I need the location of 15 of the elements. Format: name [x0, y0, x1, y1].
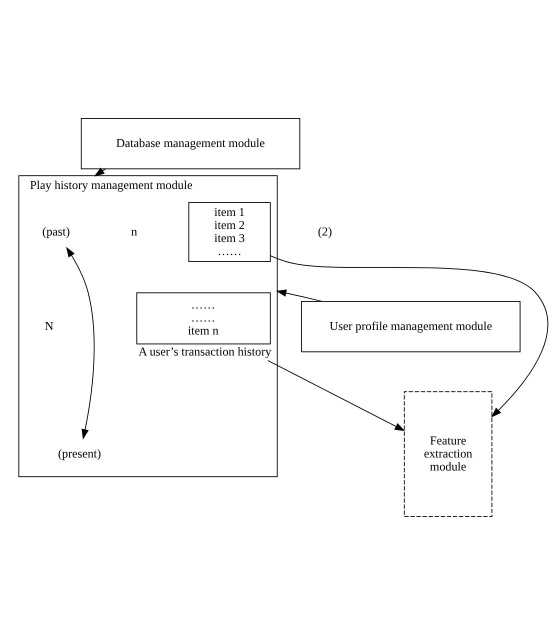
arrow [267, 360, 406, 431]
node-box: item 1 item 2 item 3 …… [188, 202, 271, 262]
node-text: (past) [42, 224, 70, 238]
node-box: …… …… item n [136, 292, 271, 344]
arrow [270, 254, 548, 417]
arrow [66, 246, 95, 440]
label: N [44, 318, 54, 332]
node-box: Feature extraction module [404, 390, 492, 516]
node-box: Database management module [80, 118, 300, 169]
node-box: User profile management module [301, 300, 521, 352]
node-text: (present) [58, 446, 102, 460]
node-label: A user’s transaction history [138, 344, 272, 358]
label: n [131, 224, 138, 238]
label: (2) [318, 224, 332, 238]
arrow [276, 289, 323, 302]
